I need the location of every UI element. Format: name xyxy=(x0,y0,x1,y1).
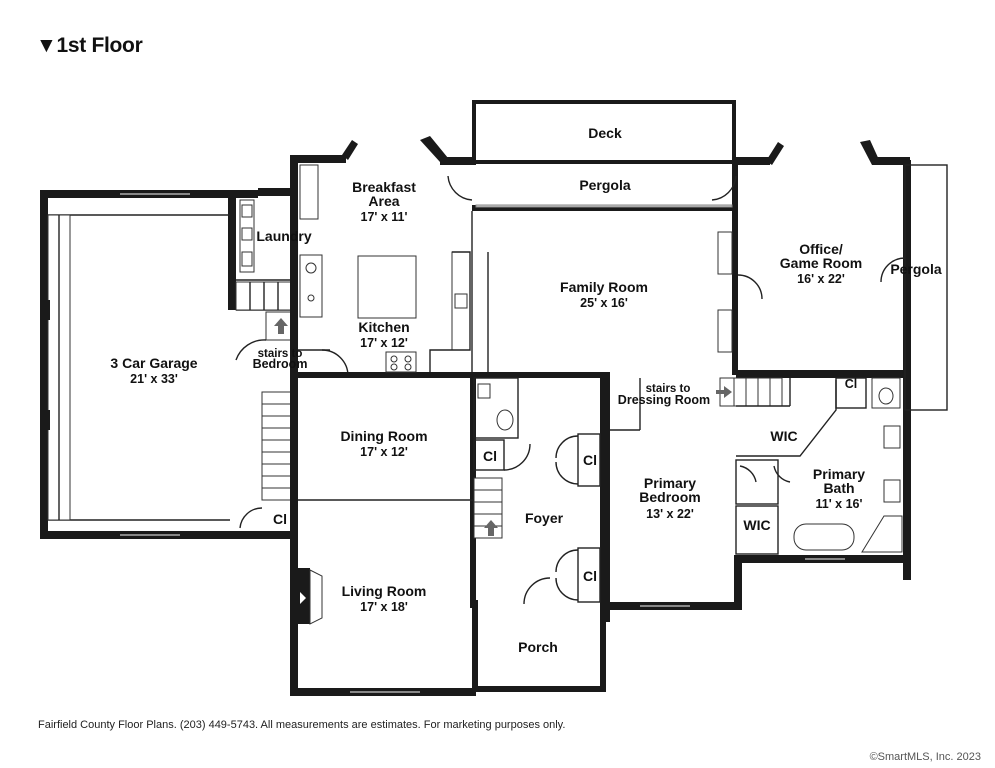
room-family: Family Room xyxy=(560,279,648,295)
stairs-dressing-line2: Dressing Room xyxy=(618,393,710,407)
room-office-name2: Game Room xyxy=(780,255,862,271)
room-foyer: Foyer xyxy=(525,510,564,526)
room-garage: 3 Car Garage xyxy=(110,355,197,371)
room-office-dim: 16' x 22' xyxy=(797,272,845,286)
stairs-bedroom-line1: stairs to xyxy=(258,348,303,360)
stairs-dressing-line1: stairs to xyxy=(646,383,691,395)
room-breakfast-name1: Breakfast xyxy=(352,179,416,195)
room-primary-bedroom-name1: Primary xyxy=(644,475,696,491)
room-breakfast-dim: 17' x 11' xyxy=(361,210,408,224)
room-dining-dim: 17' x 12' xyxy=(360,445,408,459)
closet-4: Cl xyxy=(583,568,597,584)
room-primary-bath-name1: Primary xyxy=(813,466,865,482)
closet-1: Cl xyxy=(483,448,497,464)
room-primary-bath-name2: Bath xyxy=(823,480,854,496)
room-porch: Porch xyxy=(518,639,558,655)
room-primary-bedroom-name2: Bedroom xyxy=(639,489,700,505)
room-living-dim: 17' x 18' xyxy=(360,600,408,614)
closet-2: Cl xyxy=(583,452,597,468)
wic-1: WIC xyxy=(770,428,797,444)
room-primary-bath-dim: 11' x 16' xyxy=(816,497,863,511)
room-living: Living Room xyxy=(342,583,427,599)
room-pergola-top: Pergola xyxy=(579,177,631,193)
room-pergola-right: Pergola xyxy=(890,261,942,277)
copyright-notice: ©SmartMLS, Inc. 2023 xyxy=(869,751,981,763)
wic-2: WIC xyxy=(743,517,770,533)
room-primary-bedroom-dim: 13' x 22' xyxy=(646,507,694,521)
room-laundry: Laundry xyxy=(256,228,311,244)
room-office-name1: Office/ xyxy=(799,241,843,257)
room-breakfast-name2: Area xyxy=(368,193,399,209)
room-deck: Deck xyxy=(588,125,622,141)
disclaimer-footer: Fairfield County Floor Plans. (203) 449-… xyxy=(38,719,566,731)
page-title: ▼1st Floor xyxy=(36,34,143,57)
closet-5: Cl xyxy=(845,377,858,391)
stairs-bedroom-line2: Bedroom xyxy=(253,357,308,371)
room-kitchen: Kitchen xyxy=(358,319,409,335)
room-dining: Dining Room xyxy=(340,428,427,444)
room-family-dim: 25' x 16' xyxy=(580,296,628,310)
room-garage-dim: 21' x 33' xyxy=(130,372,178,386)
closet-3: Cl xyxy=(273,511,287,527)
room-kitchen-dim: 17' x 12' xyxy=(360,336,408,350)
